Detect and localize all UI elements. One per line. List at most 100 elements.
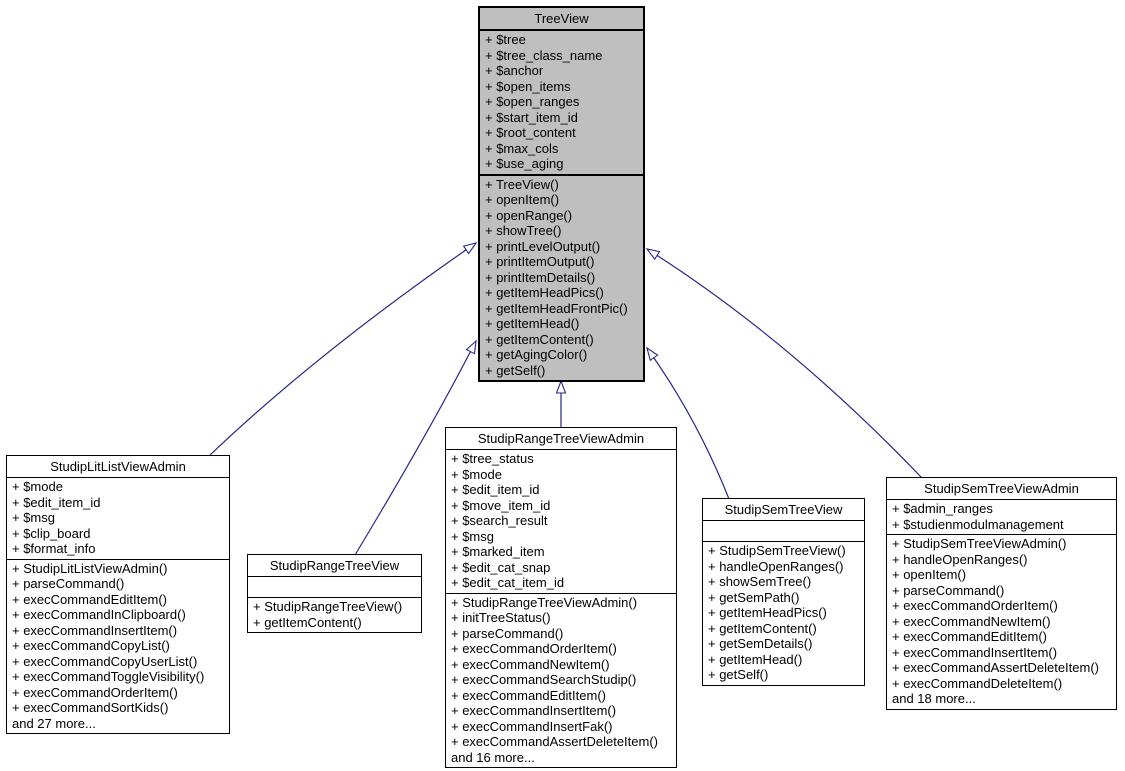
member-row: + handleOpenRanges() [708,558,844,574]
member-row: + execCommandInsertItem() [892,644,1058,660]
member-row: + getSemDetails() [708,636,813,651]
member-row: + StudipRangeTreeViewAdmin() [451,594,638,610]
class-node-studiprangetreeview[interactable]: StudipRangeTreeView + StudipRangeTreeVie… [247,554,422,633]
member-row: + printItemOutput() [485,254,595,269]
member-row: + getItemHeadPics() [708,605,827,620]
member-row: + initTreeStatus() [451,610,551,625]
member-row: + handleOpenRanges() [892,551,1028,567]
member-row: + $edit_cat_item_id [451,575,565,590]
class-methods: + StudipLitListViewAdmin()+ parseCommand… [7,560,229,734]
member-row: + execCommandNewItem() [451,656,610,672]
member-row: + execCommandOrderItem() [892,598,1058,613]
member-row: + openRange() [485,207,573,223]
inheritance-edge-studipsemtreeviewadmin [647,249,923,479]
member-row: + getAgingColor() [485,347,588,362]
member-row: + execCommandSearchStudip() [451,672,637,687]
member-row: + execCommandSortKids() [12,700,169,715]
member-row: + $anchor [485,63,544,78]
member-row: + $root_content [485,125,576,140]
member-row: + printItemDetails() [485,269,596,285]
member-row: + StudipRangeTreeView() [253,599,403,614]
class-title: StudipSemTreeViewAdmin [887,478,1116,500]
member-row: + getSelf() [708,667,769,682]
member-row: + execCommandInClipboard() [12,607,186,622]
class-node-studiprangetreeviewadmin[interactable]: StudipRangeTreeViewAdmin + $tree_status+… [445,427,677,768]
class-title: StudipLitListViewAdmin [7,456,229,478]
class-attributes [703,521,864,542]
member-row: + showTree() [485,223,562,238]
class-attributes: + $tree+ $tree_class_name+ $anchor+ $ope… [480,31,643,176]
class-node-studipsemtreeviewadmin[interactable]: StudipSemTreeViewAdmin + $admin_ranges+ … [886,477,1117,710]
class-methods: + StudipRangeTreeViewAdmin()+ initTreeSt… [446,594,676,768]
class-methods: + StudipSemTreeViewAdmin()+ handleOpenRa… [887,535,1116,709]
member-row: + $mode [451,466,502,482]
member-row: + getItemHeadFrontPic() [485,300,628,316]
class-attributes: + $tree_status+ $mode+ $edit_item_id+ $m… [446,450,676,594]
member-row: + StudipSemTreeViewAdmin() [892,536,1067,551]
class-node-studiplitlistviewadmin[interactable]: StudipLitListViewAdmin + $mode+ $edit_it… [6,455,230,734]
member-row: + getItemHeadPics() [485,285,604,300]
member-row: + execCommandEditItem() [892,629,1047,644]
class-methods: + TreeView()+ openItem()+ openRange()+ s… [480,176,643,381]
inheritance-edge-studiplitlistviewadmin [208,243,476,457]
member-row: + $msg [12,510,55,525]
member-row: + execCommandNewItem() [892,613,1051,629]
class-title: StudipRangeTreeViewAdmin [446,428,676,450]
member-row: + parseCommand() [451,625,564,641]
member-row: + $mode [12,479,63,494]
member-row: + $tree [485,32,526,47]
member-row: + execCommandOrderItem() [451,641,617,656]
member-row: + getItemHead() [485,316,580,331]
member-row: + parseCommand() [892,582,1005,598]
member-row: + getSemPath() [708,589,800,605]
member-row: + $admin_ranges [892,501,993,516]
member-row: and 18 more... [892,691,976,706]
member-row: + $search_result [451,513,548,528]
member-row: + openItem() [485,192,560,207]
member-row: + $start_item_id [485,109,578,125]
member-row: + StudipSemTreeView() [708,543,846,558]
member-row: + StudipLitListViewAdmin() [12,560,168,576]
member-row: + getItemHead() [708,651,803,667]
member-row: + execCommandEditItem() [12,591,167,607]
member-row: + parseCommand() [12,576,125,591]
member-row: + $move_item_id [451,497,551,513]
member-row: + $open_items [485,78,571,94]
member-row: + getSelf() [485,362,546,378]
class-methods: + StudipRangeTreeView()+ getItemContent(… [248,598,421,632]
class-methods: + StudipSemTreeView()+ handleOpenRanges(… [703,542,864,685]
member-row: + $msg [451,528,494,544]
member-row: + TreeView() [485,176,559,192]
member-row: + printLevelOutput() [485,238,601,254]
class-title: StudipRangeTreeView [248,555,421,577]
member-row: + $edit_cat_snap [451,559,551,575]
member-row: + $tree_class_name [485,47,603,63]
member-row: + $clip_board [12,525,91,541]
member-row: + openItem() [892,567,967,582]
member-row: + $use_aging [485,156,564,171]
member-row: + $max_cols [485,140,559,156]
member-row: + execCommandOrderItem() [12,684,178,700]
member-row: + execCommandEditItem() [451,687,606,703]
member-row: + execCommandCopyUserList() [12,653,198,669]
member-row: + execCommandAssertDeleteItem() [451,734,658,749]
member-row: + execCommandCopyList() [12,638,170,653]
member-row: + execCommandInsertFak() [451,718,613,734]
member-row: + execCommandAssertDeleteItem() [892,660,1099,675]
member-row: + $marked_item [451,544,545,559]
class-node-studipsemtreeview[interactable]: StudipSemTreeView + StudipSemTreeView()+… [702,498,865,686]
class-attributes: + $mode+ $edit_item_id+ $msg+ $clip_boar… [7,478,229,560]
member-row: and 16 more... [451,749,535,765]
inheritance-edge-studipsemtreeview [647,348,730,500]
member-row: + execCommandDeleteItem() [892,675,1063,691]
member-row: + $tree_status [451,451,534,466]
class-title: TreeView [480,8,643,31]
member-row: + getItemContent() [253,614,362,630]
member-row: + $studienmodulmanagement [892,516,1064,532]
member-row: + execCommandInsertItem() [12,622,178,638]
class-title: StudipSemTreeView [703,499,864,521]
member-row: + showSemTree() [708,574,812,589]
class-node-treeview[interactable]: TreeView + $tree+ $tree_class_name+ $anc… [478,6,645,382]
member-row: + getItemContent() [708,620,817,636]
